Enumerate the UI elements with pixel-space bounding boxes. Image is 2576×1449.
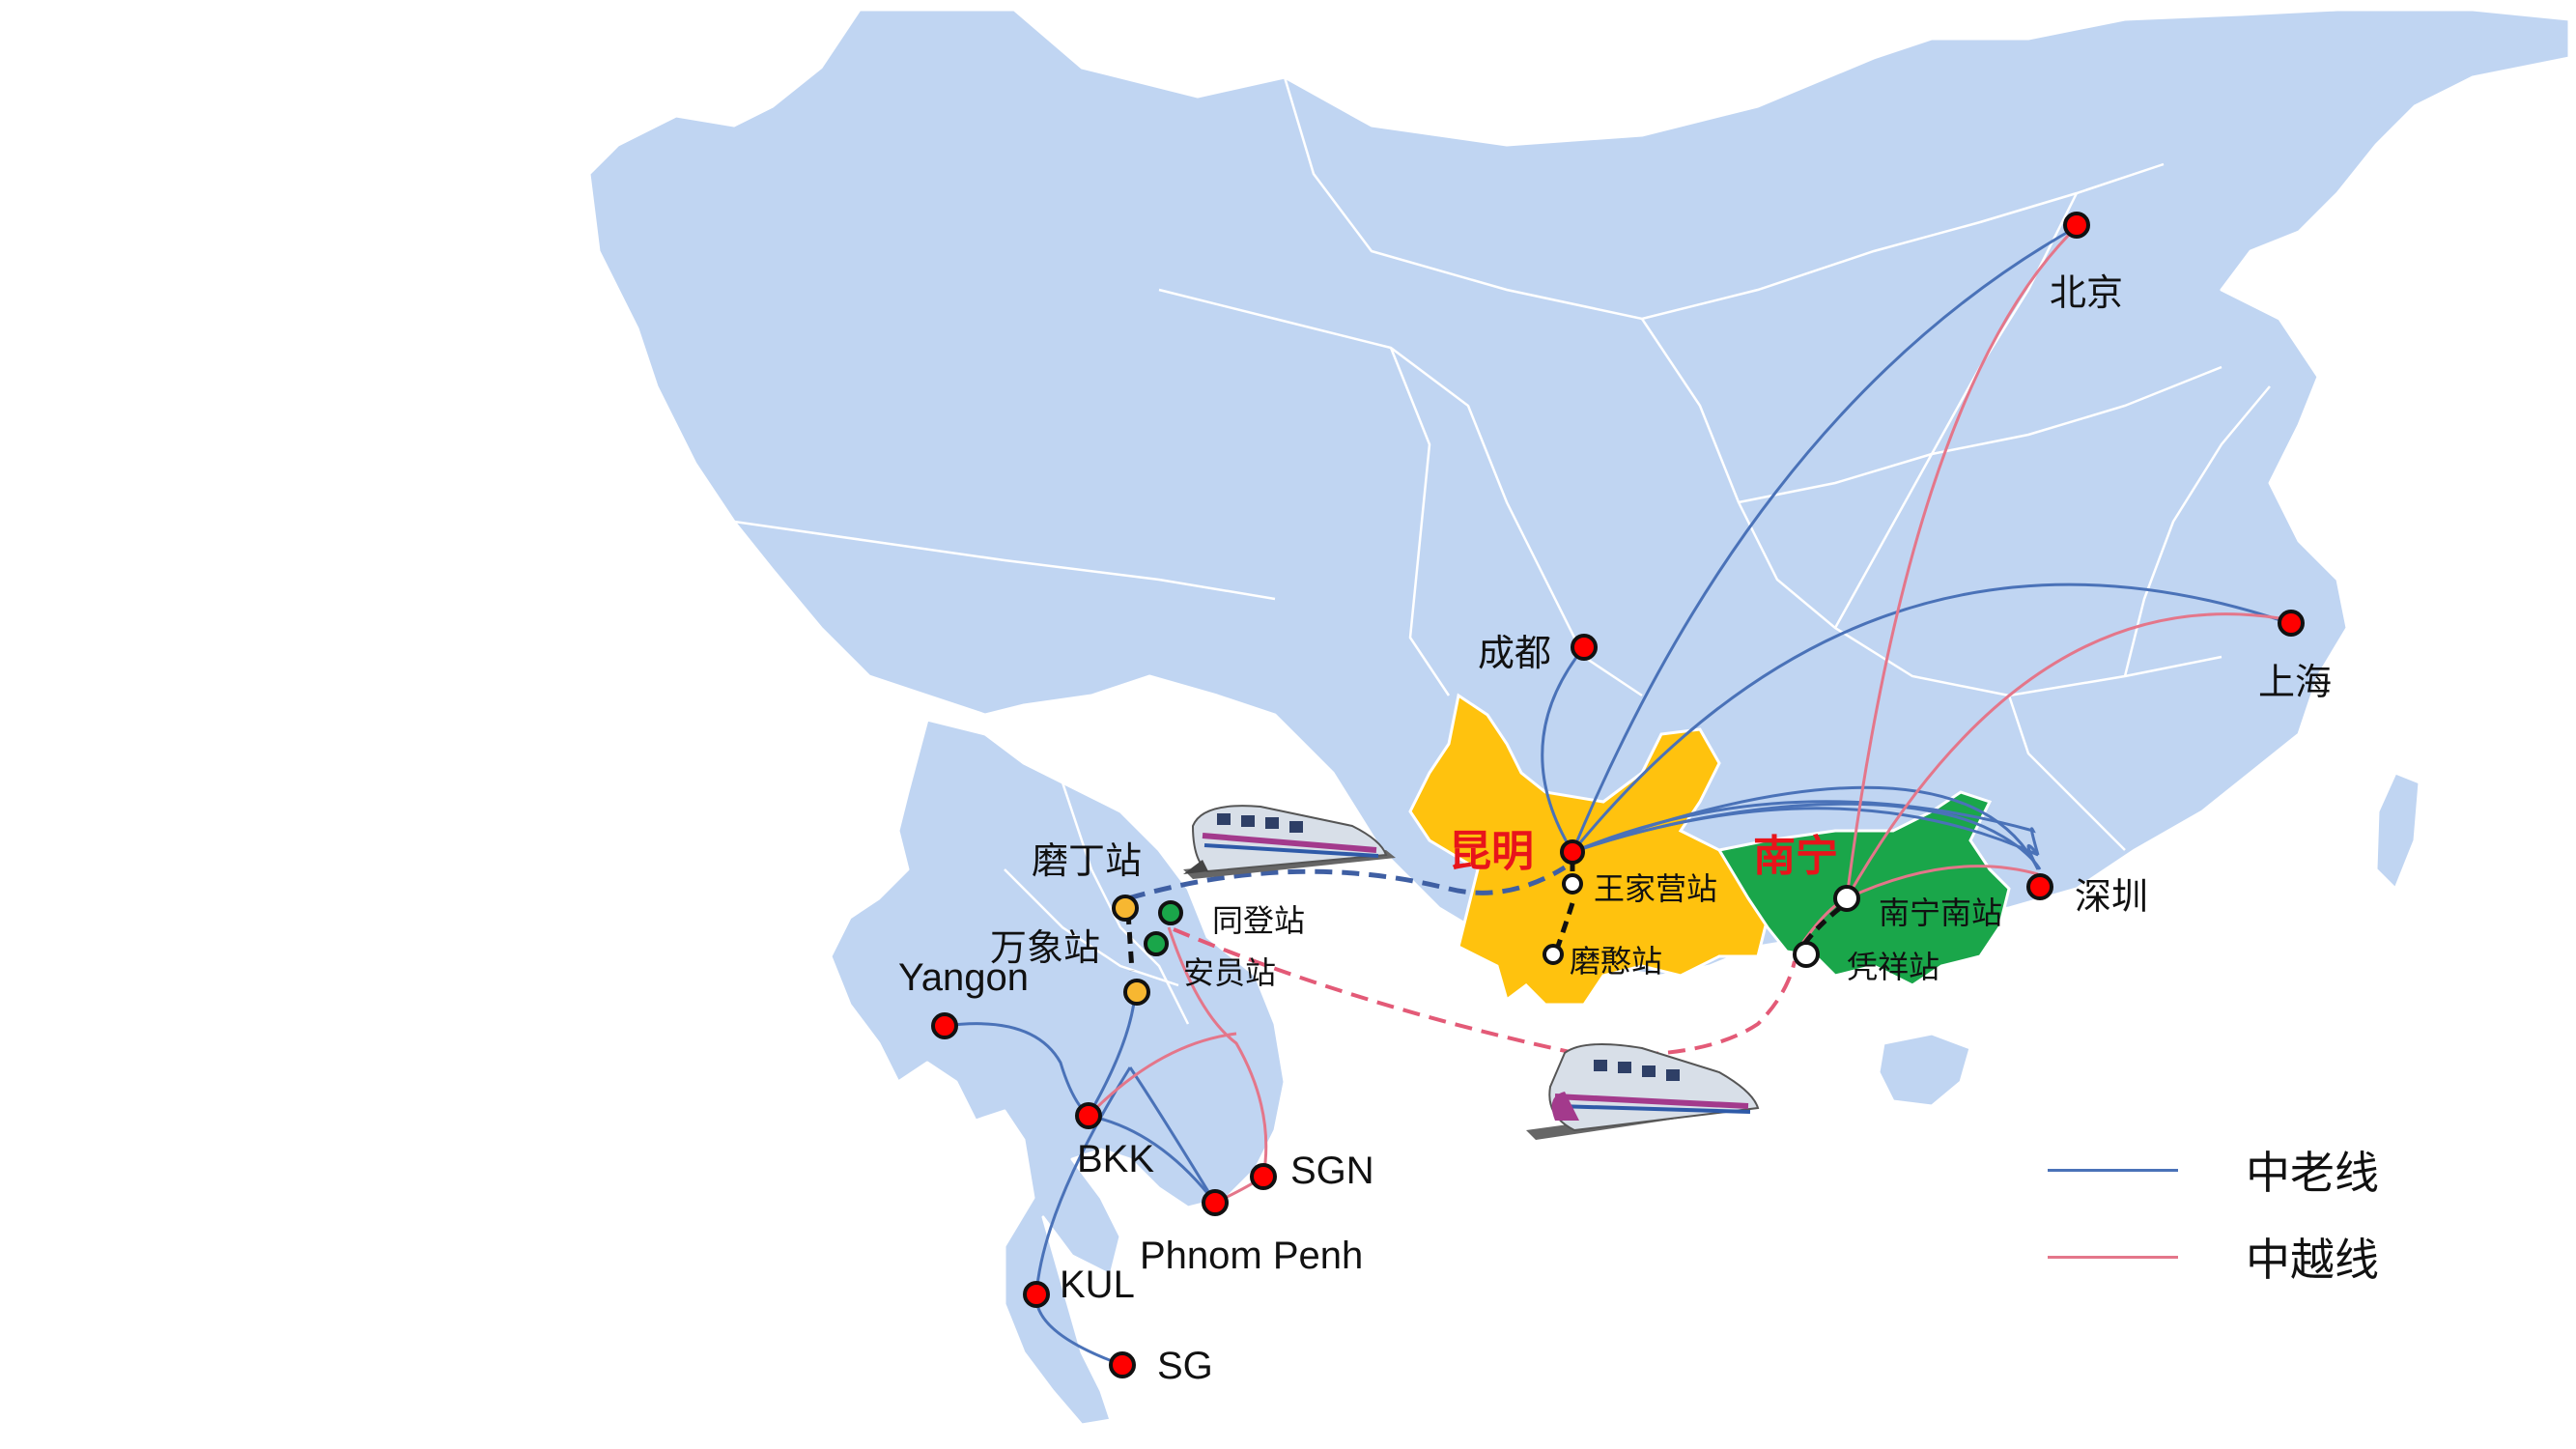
legend-label-china-laos: 中老线 <box>2246 1147 2379 1199</box>
nanning-south-marker <box>1833 885 1860 912</box>
label-mohan: 磨憨站 <box>1570 943 1663 980</box>
taiwan-island <box>2374 771 2421 891</box>
label-pingxiang: 凭祥站 <box>1847 949 1940 985</box>
boten-to-kunming-dashed <box>1127 865 1567 901</box>
label-vientiane: 万象站 <box>990 926 1101 969</box>
label-wangjiaying: 王家营站 <box>1594 870 1718 907</box>
label-dong-dang: 同登站 <box>1212 902 1306 939</box>
chengdu-marker <box>1571 634 1598 661</box>
legend-item-china-laos: 中老线 <box>2048 1138 2379 1202</box>
yangon-marker <box>931 1012 958 1039</box>
dong-dang-marker <box>1158 900 1183 925</box>
land-masses <box>587 8 2571 1427</box>
laos-black-dashed <box>1125 912 1135 972</box>
china-laos-routes <box>944 225 2290 1367</box>
pingxiang-marker <box>1793 941 1820 968</box>
label-shanghai: 上海 <box>2258 661 2333 703</box>
boten-marker <box>1112 895 1139 922</box>
legend-item-china-vietnam: 中越线 <box>2048 1225 2379 1289</box>
label-bkk: BKK <box>1077 1138 1155 1180</box>
hainan-island <box>1877 1032 1972 1108</box>
kunming-marker <box>1560 839 1585 865</box>
legend-label-china-vietnam: 中越线 <box>2246 1234 2379 1286</box>
label-phnom-penh: Phnom Penh <box>1140 1235 1364 1277</box>
label-kunming: 昆明 <box>1449 827 1534 876</box>
station-markers <box>1112 873 1860 1006</box>
label-yangon: Yangon <box>898 956 1029 999</box>
beijing-marker <box>2063 212 2090 239</box>
label-sg: SG <box>1157 1345 1213 1387</box>
yunnan-province <box>1408 693 1769 1007</box>
bkk-marker <box>1075 1102 1102 1129</box>
southeast-asia-landmass <box>829 718 1287 1427</box>
shanghai-marker <box>2278 610 2305 637</box>
china-landmass <box>587 8 2571 978</box>
label-chengdu: 成都 <box>1478 632 1552 674</box>
yen-vien-marker <box>1144 931 1169 956</box>
phnom-penh-marker <box>1202 1189 1229 1216</box>
legend-line-china-laos <box>2048 1168 2178 1172</box>
mohan-marker <box>1543 944 1564 965</box>
city-markers <box>931 212 2305 1378</box>
label-sgn: SGN <box>1290 1150 1374 1192</box>
high-speed-train-icon <box>1183 805 1396 879</box>
kul-marker <box>1023 1281 1050 1308</box>
sg-marker <box>1109 1351 1136 1378</box>
label-nanning: 南宁 <box>1753 832 1838 881</box>
label-shenzhen: 深圳 <box>2075 875 2149 918</box>
label-kul: KUL <box>1060 1264 1135 1306</box>
wangjiaying-marker <box>1562 873 1583 895</box>
vientiane-marker <box>1123 979 1150 1006</box>
label-nanning-south: 南宁南站 <box>1879 895 2003 931</box>
high-speed-train-icon <box>1526 1043 1760 1140</box>
sgn-marker <box>1250 1163 1277 1190</box>
shenzhen-marker <box>2026 873 2053 900</box>
legend-line-china-vietnam <box>2048 1255 2178 1259</box>
label-yen-vien: 安员站 <box>1183 954 1277 991</box>
label-beijing: 北京 <box>2050 271 2124 314</box>
label-boten: 磨丁站 <box>1032 839 1143 882</box>
